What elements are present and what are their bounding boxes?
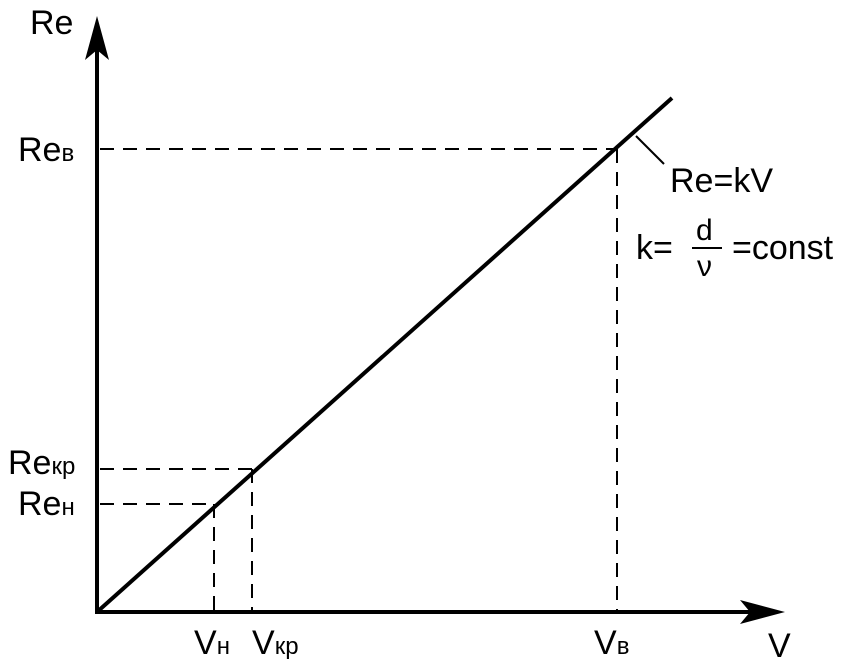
y-tick-re-v: Reв (18, 131, 74, 169)
x-tick-v-kr: Vкр (252, 624, 299, 662)
y-tick-re-kr-sub: кр (51, 453, 75, 480)
x-tick-v-v-sub: в (617, 633, 630, 660)
x-tick-v-n: Vн (194, 624, 230, 662)
x-tick-v-kr-sub: кр (275, 633, 299, 660)
x-tick-v-v: Vв (594, 624, 629, 662)
y-tick-re-n: Reн (18, 485, 75, 523)
projection-lines (100, 148, 618, 610)
annotation-fraction-denominator: ν (697, 250, 712, 283)
x-tick-v-n-base: V (194, 624, 217, 662)
annotation-suffix: =const (732, 229, 834, 267)
annotation-k-prefix: k= (636, 229, 673, 267)
y-tick-re-v-sub: в (61, 140, 74, 167)
annotation-leader (635, 135, 665, 165)
y-tick-re-n-sub: н (61, 494, 74, 521)
x-axis-arrowhead (740, 600, 785, 624)
y-tick-re-kr-base: Re (8, 444, 51, 482)
y-tick-re-n-base: Re (18, 485, 61, 523)
x-axis-label: V (768, 627, 791, 663)
y-axis-label: Re (30, 4, 73, 42)
annotation-fraction-numerator: d (696, 214, 713, 247)
x-tick-v-kr-base: V (252, 624, 275, 662)
y-tick-re-v-base: Re (18, 131, 61, 169)
axes (85, 16, 785, 624)
y-tick-re-kr: Reкр (8, 444, 75, 482)
x-tick-v-v-base: V (594, 624, 617, 662)
annotation: Re=kV k= d ν =const (636, 162, 834, 283)
annotation-equation: Re=kV (670, 162, 773, 200)
re-kv-line (95, 96, 674, 614)
x-tick-v-n-sub: н (217, 633, 230, 660)
y-axis-arrowhead (85, 16, 109, 60)
